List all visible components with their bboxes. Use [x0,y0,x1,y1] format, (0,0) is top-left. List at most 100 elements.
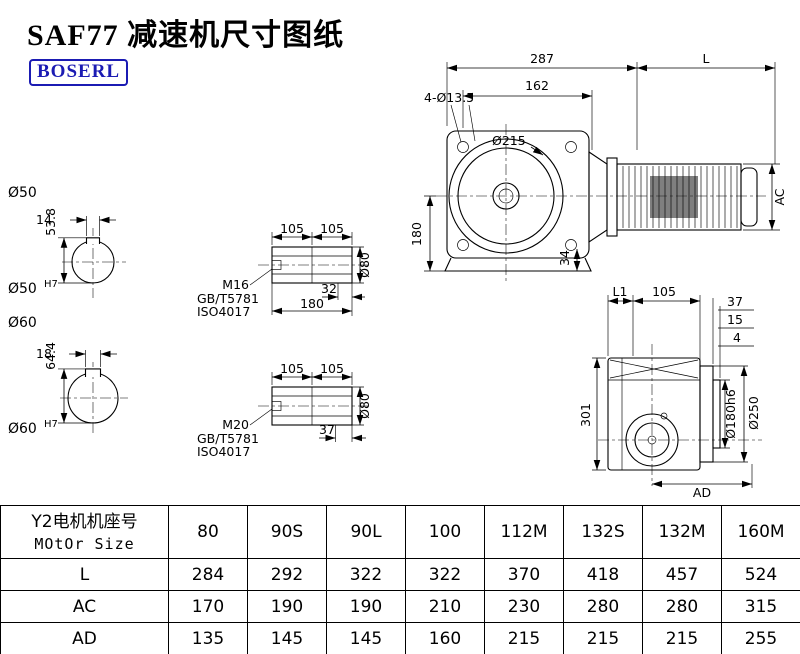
dia-180h6-label: Ø180h6 [723,389,738,439]
key-width-label: 18 [36,346,52,361]
table-cell: 315 [721,590,800,623]
size-column-header: 160M [721,505,800,559]
std-iso-label: ISO4017 [197,304,250,319]
detail-m16-dimension-lines [249,232,365,316]
table-cell: 322 [405,558,485,591]
dim-ad-label: AD [693,485,711,500]
shaft-section-d60: Ø60 18 64.4 Ø60 H7 [8,315,128,437]
tolerance-h7-label: H7 [44,419,58,430]
dim-180-label: 180 [300,296,324,311]
dim-105-label: 105 [652,284,676,299]
section-d60-dimension-lines [58,350,117,424]
table-cell: 215 [642,622,722,654]
keyway-d50 [85,237,101,244]
keyway-d60 [84,368,102,377]
dia-80-label: Ø80 [357,393,372,419]
shaft-detail-m16: 105 105 M16 GB/T5781 ISO4017 32 180 Ø80 [197,221,372,319]
row-label: L [0,558,169,591]
motor-size-header-cn: Y2电机机座号 [31,512,138,533]
table-cell: 230 [484,590,564,623]
size-column-header: 100 [405,505,485,559]
table-cell: 524 [721,558,800,591]
brand-logo: BOSERL [29,59,129,86]
table-header-row: Y2电机机座号 MOtOr Size 80 90S 90L 100 112M 1… [0,505,800,559]
std-iso-label: ISO4017 [197,444,250,459]
table-row-l: L 284 292 322 322 370 418 457 524 [0,558,800,591]
front-view: 287 L 162 4-Ø13.5 Ø215 180 34 AC [409,51,787,282]
section-d50-dimension-lines [58,216,116,284]
table-cell: 145 [247,622,327,654]
table-cell: 322 [326,558,406,591]
table-cell: 135 [168,622,248,654]
dia-250-label: Ø250 [746,396,761,430]
bore-d60-label: Ø60 [8,315,37,331]
table-cell: 210 [405,590,485,623]
table-cell: 190 [326,590,406,623]
shaft-section-d50: Ø50 14 53.8 Ø50 H7 [8,185,126,298]
gearbox-feet [444,257,592,272]
output-flange [699,365,714,463]
table-row-ad: AD 135 145 145 160 215 215 215 255 [0,622,800,654]
output-bore [625,413,679,467]
shaft-detail-m20: 105 105 M20 GB/T5781 ISO4017 37 Ø80 [197,361,372,459]
dim-37-label: 37 [727,294,743,309]
size-column-header: 90S [247,505,327,559]
size-column-header: 132S [563,505,643,559]
dim-l-label: L [703,51,710,66]
std-gb-label: GB/T5781 [197,291,259,306]
dim-105b-label: 105 [320,361,344,376]
side-view: L1 105 37 15 4 301 Ø180h6 Ø250 AD [578,284,762,500]
table-cell: 418 [563,558,643,591]
technical-drawing: 287 L 162 4-Ø13.5 Ø215 180 34 AC Ø50 14 [8,51,787,500]
row-label: AD [0,622,169,654]
side-view-dimension-lines [592,295,754,488]
dim-301-label: 301 [578,403,593,427]
dim-l1-label: L1 [613,284,628,299]
dimension-table: Y2电机机座号 MOtOr Size 80 90S 90L 100 112M 1… [0,505,800,654]
row-label: AC [0,590,169,623]
table-cell: 280 [642,590,722,623]
motor-size-header-cell: Y2电机机座号 MOtOr Size [0,505,169,559]
table-cell: 170 [168,590,248,623]
table-cell: 255 [721,622,800,654]
bore-d60h7-label: Ø60 [8,421,37,437]
dim-32-label: 32 [321,281,337,296]
flange-diameter-label: Ø215 [492,133,526,148]
dim-162-label: 162 [525,78,549,93]
dia-80-label: Ø80 [357,252,372,278]
size-column-header: 132M [642,505,722,559]
table-cell: 457 [642,558,722,591]
size-column-header: 90L [326,505,406,559]
key-width-label: 14 [36,212,52,227]
dim-37-label: 37 [319,422,335,437]
dim-105b-label: 105 [320,221,344,236]
tapped-hole-m16 [271,260,282,270]
table-cell: 215 [484,622,564,654]
key-height-label: 53.8 [43,208,58,236]
table-row-ac: AC 170 190 190 210 230 280 280 315 [0,590,800,623]
dim-ac-label: AC [772,188,787,205]
dim-105a-label: 105 [280,221,304,236]
size-column-header: 80 [168,505,248,559]
dim-4-label: 4 [733,330,741,345]
thread-m16-label: M16 [222,277,249,292]
flange-bolt-holes [457,141,577,251]
table-cell: 280 [563,590,643,623]
table-cell: 284 [168,558,248,591]
size-column-header: 112M [484,505,564,559]
bore-d50h7-label: Ø50 [8,281,37,297]
holes-callout-label: 4-Ø13.5 [424,90,474,105]
motor-size-header-en: MOtOr Size [34,534,135,553]
table-cell: 160 [405,622,485,654]
page-title: SAF77 减速机尺寸图纸 [27,19,345,52]
thread-m20-label: M20 [222,417,249,432]
std-gb-label: GB/T5781 [197,431,259,446]
front-view-dimension-lines [424,62,780,272]
bore-d50-label: Ø50 [8,185,37,201]
table-cell: 370 [484,558,564,591]
detail-m20-dimension-lines [249,372,366,442]
motor-outline [588,150,758,244]
dim-287-label: 287 [530,51,554,66]
tolerance-h7-label: H7 [44,279,58,290]
key-height-label: 64.4 [43,342,58,370]
